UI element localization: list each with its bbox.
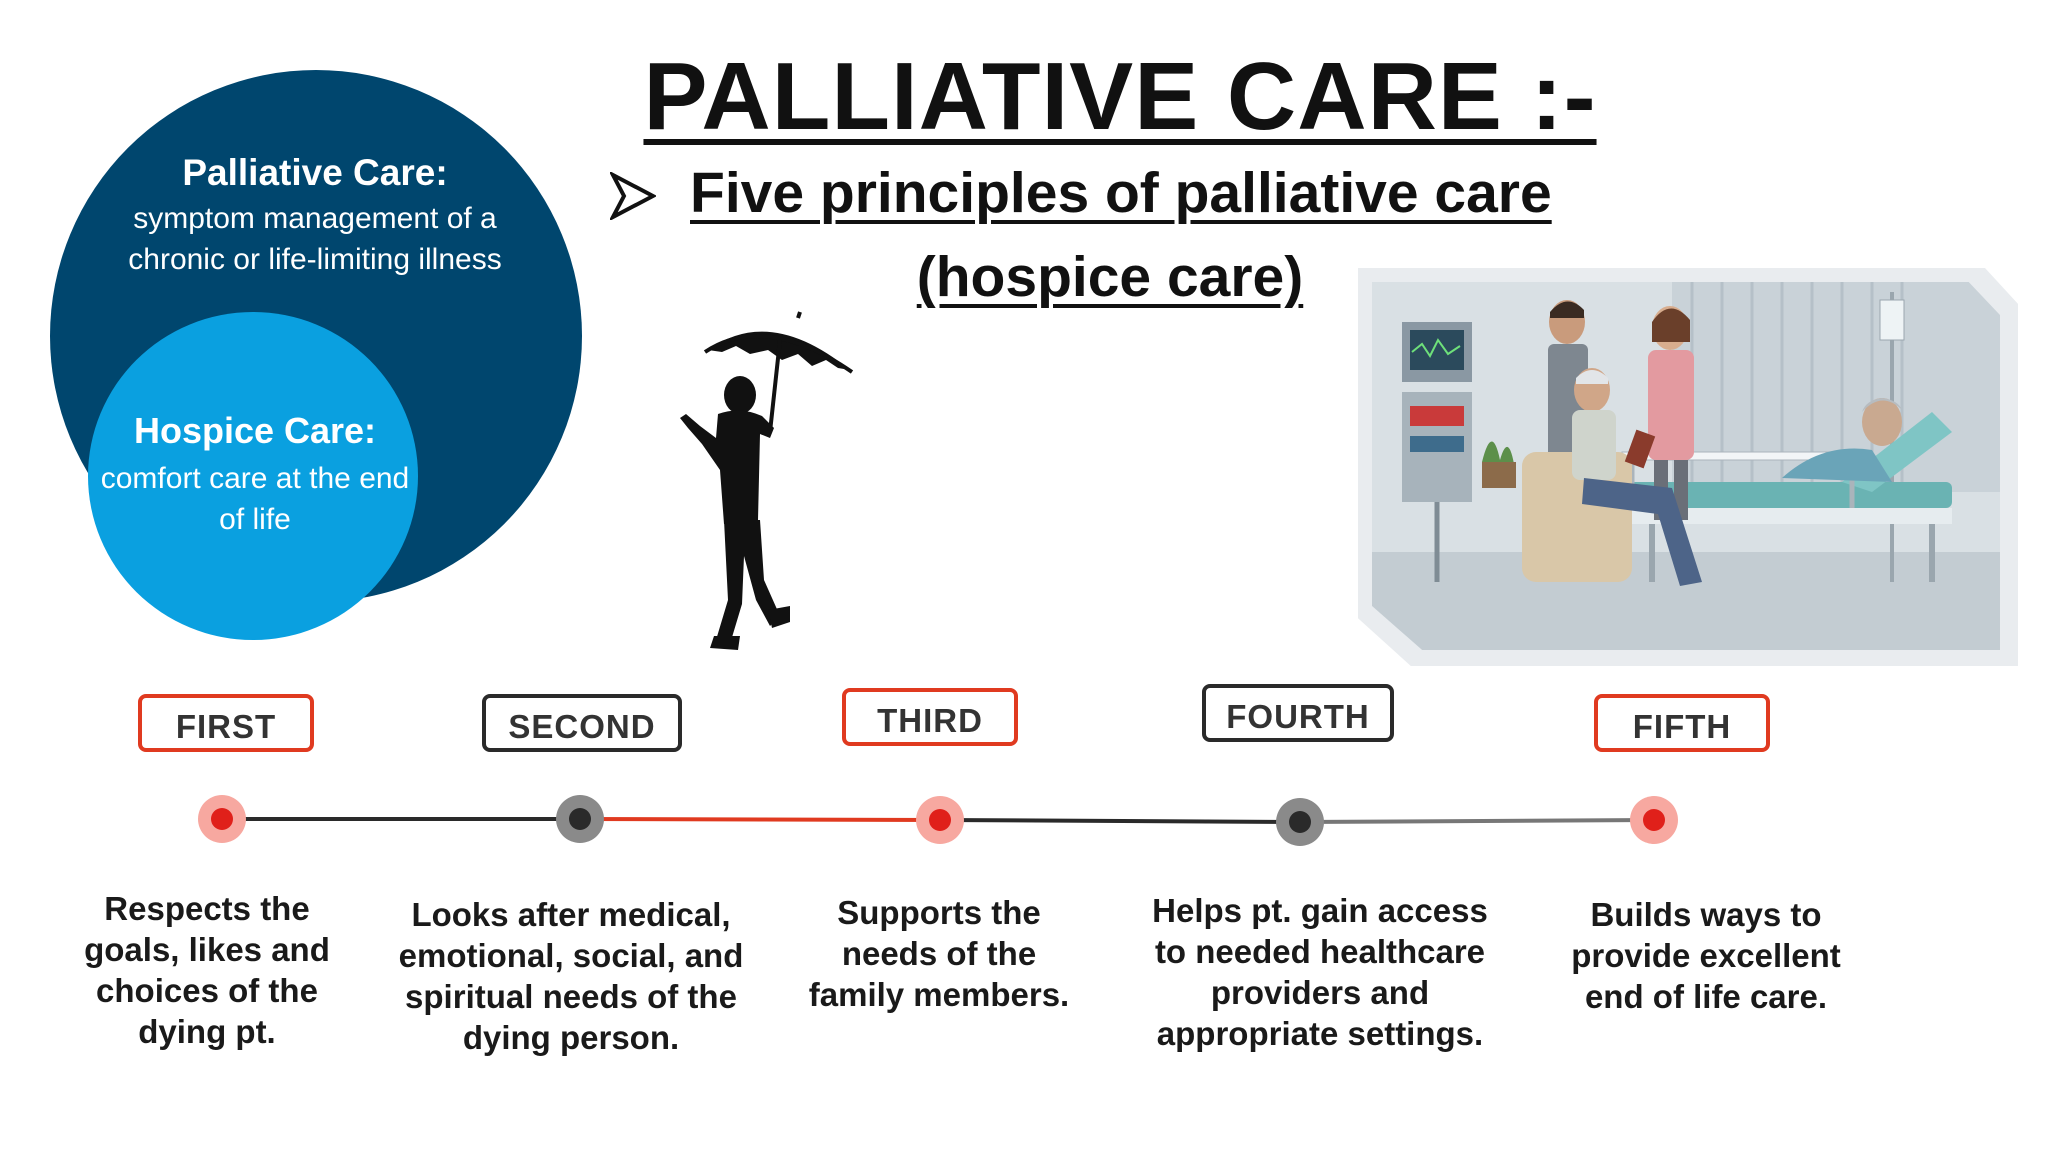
man-with-umbrella-icon xyxy=(680,311,854,650)
hospice-care-description: comfort care at the end of life xyxy=(100,462,410,536)
hospital-room-illustration xyxy=(1372,282,2000,650)
step-description-fifth: Builds ways to provide excellent end of … xyxy=(1571,896,1841,1015)
step-label-fourth: FOURTH xyxy=(1202,684,1394,742)
palliative-care-heading: Palliative Care: xyxy=(182,152,448,193)
arrowhead-bullet-icon xyxy=(610,172,656,220)
timeline-node-second xyxy=(556,795,604,843)
subtitle-second-line: (hospice care) xyxy=(916,245,1304,309)
subtitle-row: Five principles of palliative care xyxy=(610,160,1630,240)
page-title: PALLIATIVE CARE :- xyxy=(643,43,1597,150)
step-label-third: THIRD xyxy=(842,688,1018,746)
hospice-care-heading: Hospice Care: xyxy=(133,410,377,451)
timeline-node-fifth xyxy=(1630,796,1678,844)
timeline-node-first xyxy=(198,795,246,843)
principles-timeline xyxy=(198,795,1678,846)
step-label-first: FIRST xyxy=(138,694,314,752)
step-label-second: SECOND xyxy=(482,694,682,752)
timeline-segment xyxy=(579,817,941,822)
step-description-second: Looks after medical, emotional, social, … xyxy=(398,896,744,1056)
timeline-node-third xyxy=(916,796,964,844)
timeline-segment xyxy=(1299,818,1655,824)
hospital-room-photo xyxy=(1358,268,2018,666)
hospice-care-circle xyxy=(88,312,418,640)
step-description-fourth: Helps pt. gain access to needed healthca… xyxy=(1152,892,1488,1052)
timeline-segment xyxy=(939,818,1301,824)
step-description-first: Respects the goals, likes and choices of… xyxy=(84,890,330,1050)
subtitle: Five principles of palliative care xyxy=(690,161,1552,225)
step-description-third: Supports the needs of the family members… xyxy=(808,894,1070,1013)
palliative-care-description: symptom management of a chronic or life-… xyxy=(128,202,502,276)
step-label-fifth: FIFTH xyxy=(1594,694,1770,752)
timeline-node-fourth xyxy=(1276,798,1324,846)
